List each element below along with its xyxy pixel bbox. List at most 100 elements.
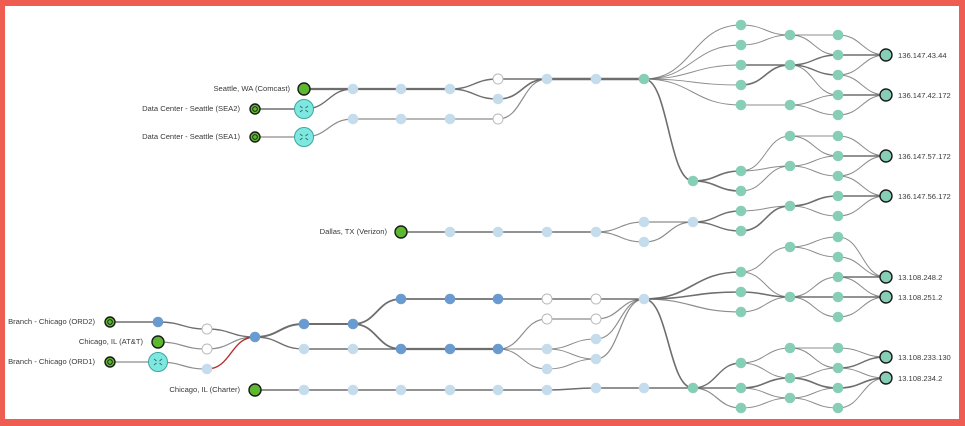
- hop-node[interactable]: [444, 83, 456, 95]
- hop-node[interactable]: [687, 216, 699, 228]
- hop-node[interactable]: [832, 69, 844, 81]
- destination-node[interactable]: [879, 350, 893, 364]
- hop-node[interactable]: [832, 382, 844, 394]
- hop-node[interactable]: [638, 216, 650, 228]
- hop-node-empty[interactable]: [541, 313, 553, 325]
- hop-node[interactable]: [832, 29, 844, 41]
- hop-node-empty[interactable]: [201, 343, 213, 355]
- hop-node[interactable]: [395, 384, 407, 396]
- hop-node-empty[interactable]: [590, 313, 602, 325]
- hop-node[interactable]: [541, 73, 553, 85]
- hop-node[interactable]: [784, 342, 796, 354]
- hop-node[interactable]: [832, 271, 844, 283]
- hop-node[interactable]: [590, 382, 602, 394]
- hop-node[interactable]: [832, 210, 844, 222]
- source-site-node[interactable]: [249, 131, 261, 143]
- hop-node[interactable]: [735, 286, 747, 298]
- hop-node[interactable]: [735, 266, 747, 278]
- destination-node[interactable]: [879, 270, 893, 284]
- hop-node[interactable]: [687, 382, 699, 394]
- hop-node[interactable]: [395, 113, 407, 125]
- hop-node[interactable]: [638, 236, 650, 248]
- hop-node[interactable]: [735, 185, 747, 197]
- hop-node[interactable]: [784, 392, 796, 404]
- hop-node[interactable]: [735, 225, 747, 237]
- hop-node[interactable]: [735, 99, 747, 111]
- router-node[interactable]: [294, 127, 314, 147]
- hop-node[interactable]: [784, 59, 796, 71]
- hop-node[interactable]: [590, 353, 602, 365]
- hop-node[interactable]: [784, 130, 796, 142]
- hop-node[interactable]: [784, 372, 796, 384]
- hop-node[interactable]: [638, 382, 650, 394]
- hop-node[interactable]: [347, 113, 359, 125]
- hop-node-empty[interactable]: [541, 293, 553, 305]
- hop-node[interactable]: [735, 402, 747, 414]
- hop-node[interactable]: [638, 293, 650, 305]
- hop-node[interactable]: [735, 39, 747, 51]
- router-node[interactable]: [148, 352, 168, 372]
- hop-node[interactable]: [395, 343, 407, 355]
- hop-node[interactable]: [735, 79, 747, 91]
- hop-node[interactable]: [541, 363, 553, 375]
- hop-node[interactable]: [492, 226, 504, 238]
- hop-node[interactable]: [347, 83, 359, 95]
- hop-node[interactable]: [395, 293, 407, 305]
- hop-node[interactable]: [784, 241, 796, 253]
- hop-node[interactable]: [832, 251, 844, 263]
- hop-node-empty[interactable]: [492, 73, 504, 85]
- hop-node[interactable]: [687, 175, 699, 187]
- hop-node[interactable]: [347, 318, 359, 330]
- hop-node[interactable]: [735, 19, 747, 31]
- hop-node[interactable]: [444, 113, 456, 125]
- hop-node[interactable]: [832, 109, 844, 121]
- hop-node[interactable]: [832, 150, 844, 162]
- destination-node[interactable]: [879, 88, 893, 102]
- hop-node[interactable]: [832, 130, 844, 142]
- destination-node[interactable]: [879, 48, 893, 62]
- hop-node[interactable]: [784, 200, 796, 212]
- hop-node[interactable]: [832, 190, 844, 202]
- hop-node[interactable]: [347, 384, 359, 396]
- hop-node[interactable]: [492, 343, 504, 355]
- hop-node[interactable]: [347, 343, 359, 355]
- hop-node[interactable]: [735, 357, 747, 369]
- source-site-node[interactable]: [104, 316, 116, 328]
- hop-node[interactable]: [201, 363, 213, 375]
- source-site-node[interactable]: [248, 383, 262, 397]
- hop-node[interactable]: [832, 89, 844, 101]
- source-site-node[interactable]: [249, 103, 261, 115]
- hop-node[interactable]: [590, 73, 602, 85]
- source-site-node[interactable]: [151, 335, 165, 349]
- hop-node[interactable]: [249, 331, 261, 343]
- hop-node[interactable]: [541, 226, 553, 238]
- source-site-node[interactable]: [394, 225, 408, 239]
- hop-node[interactable]: [735, 59, 747, 71]
- destination-node[interactable]: [879, 149, 893, 163]
- hop-node[interactable]: [832, 49, 844, 61]
- source-site-node[interactable]: [297, 82, 311, 96]
- hop-node[interactable]: [444, 293, 456, 305]
- destination-node[interactable]: [879, 290, 893, 304]
- hop-node[interactable]: [444, 343, 456, 355]
- hop-node[interactable]: [638, 73, 650, 85]
- hop-node[interactable]: [784, 160, 796, 172]
- hop-node-empty[interactable]: [201, 323, 213, 335]
- hop-node[interactable]: [832, 342, 844, 354]
- hop-node-empty[interactable]: [492, 113, 504, 125]
- hop-node[interactable]: [735, 205, 747, 217]
- hop-node[interactable]: [735, 306, 747, 318]
- hop-node[interactable]: [784, 99, 796, 111]
- source-site-node[interactable]: [104, 356, 116, 368]
- hop-node[interactable]: [832, 170, 844, 182]
- hop-node[interactable]: [541, 384, 553, 396]
- hop-node[interactable]: [784, 291, 796, 303]
- hop-node[interactable]: [492, 293, 504, 305]
- hop-node[interactable]: [832, 402, 844, 414]
- hop-node[interactable]: [735, 165, 747, 177]
- hop-node[interactable]: [832, 311, 844, 323]
- hop-node[interactable]: [832, 231, 844, 243]
- destination-node[interactable]: [879, 371, 893, 385]
- hop-node[interactable]: [735, 382, 747, 394]
- hop-node[interactable]: [590, 226, 602, 238]
